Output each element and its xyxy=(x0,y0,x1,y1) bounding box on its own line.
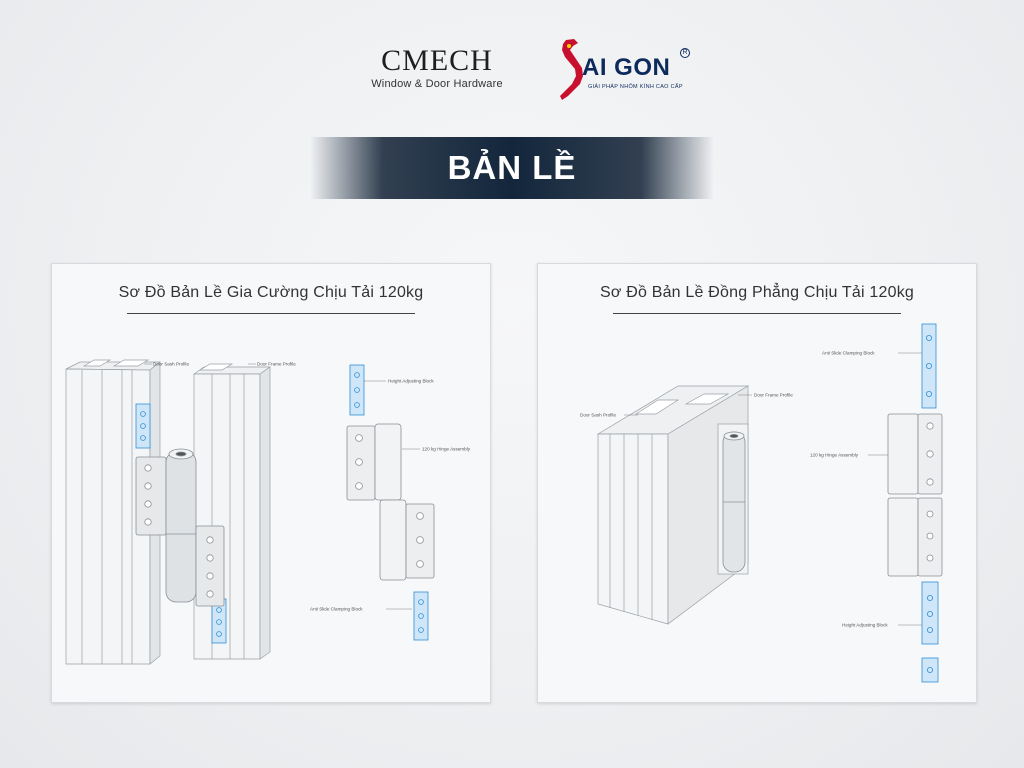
hinge-diagram-flush: Anti Slide Clamping Block Door Sash Prof… xyxy=(580,323,943,683)
title-banner: BẢN LỀ xyxy=(310,137,714,199)
saigon-slogan: GIẢI PHÁP NHÔM KÍNH CAO CẤP xyxy=(588,84,683,90)
height-adjusting-base xyxy=(921,657,939,683)
cmech-name: CMECH xyxy=(381,44,493,77)
flush-hinge-panel: Sơ Đồ Bản Lề Đồng Phẳng Chịu Tải 120kg xyxy=(537,263,977,703)
cmech-tagline: Window & Door Hardware xyxy=(371,78,503,90)
door-sash-profile xyxy=(65,359,161,665)
label-height-adjusting-block: Height Adjusting Block xyxy=(388,379,434,384)
label-hinge-assembly: 120 kg Hinge Assembly xyxy=(810,453,859,458)
registered-mark: R xyxy=(680,48,690,58)
height-adjusting-block-detail xyxy=(349,364,365,416)
label-anti-slide-clamping-block: Anti Slide Clamping Block xyxy=(310,607,363,612)
star-icon xyxy=(567,44,571,48)
saigon-wordmark: AI GON xyxy=(582,54,671,81)
label-anti-slide-clamping-block: Anti Slide Clamping Block xyxy=(822,351,875,356)
label-door-frame-profile: Door Frame Profile xyxy=(754,393,793,398)
hinge-assembly-detail xyxy=(346,423,435,581)
anti-slide-clamping-block-detail xyxy=(413,591,429,641)
label-door-sash-profile: Door Sash Profile xyxy=(580,413,616,418)
hinge-assembly-detail xyxy=(887,413,943,577)
page-title: BẢN LỀ xyxy=(447,149,577,186)
hinge-diagram-reinforced: Door Sash Profile Door Frame Profile Hei… xyxy=(65,359,471,665)
door-frame-profile xyxy=(192,363,272,660)
label-height-adjusting-block: Height Adjusting Block xyxy=(842,623,888,628)
height-adjusting-block-detail xyxy=(921,581,939,645)
label-door-sash-profile: Door Sash Profile xyxy=(153,362,189,367)
panel-title: Sơ Đồ Bản Lề Gia Cường Chịu Tải 120kg xyxy=(118,284,424,301)
cmech-logo: CMECH Window & Door Hardware xyxy=(357,44,517,91)
callout-leaders xyxy=(144,363,420,610)
label-hinge-assembly: 120 kg Hinge Assembly xyxy=(422,447,471,452)
hinge-assembly xyxy=(135,448,225,607)
vietnam-map-icon xyxy=(560,39,583,100)
reinforced-hinge-panel: Sơ Đồ Bản Lề Gia Cường Chịu Tải 120kg xyxy=(51,263,491,703)
flush-hinge xyxy=(722,431,746,573)
height-adjusting-block xyxy=(135,403,151,449)
anti-slide-clamping-block-detail xyxy=(921,323,937,409)
title-divider xyxy=(127,313,415,314)
saigon-logo: AI GON R GIẢI PHÁP NHÔM KÍNH CAO CẤP xyxy=(552,38,692,104)
panel-title: Sơ Đồ Bản Lề Đồng Phẳng Chịu Tải 120kg xyxy=(600,284,914,301)
label-door-frame-profile: Door Frame Profile xyxy=(257,362,296,367)
header-logos: CMECH Window & Door Hardware AI GON R GI… xyxy=(0,38,1024,108)
title-divider xyxy=(613,313,901,314)
callout-leaders xyxy=(624,352,922,626)
